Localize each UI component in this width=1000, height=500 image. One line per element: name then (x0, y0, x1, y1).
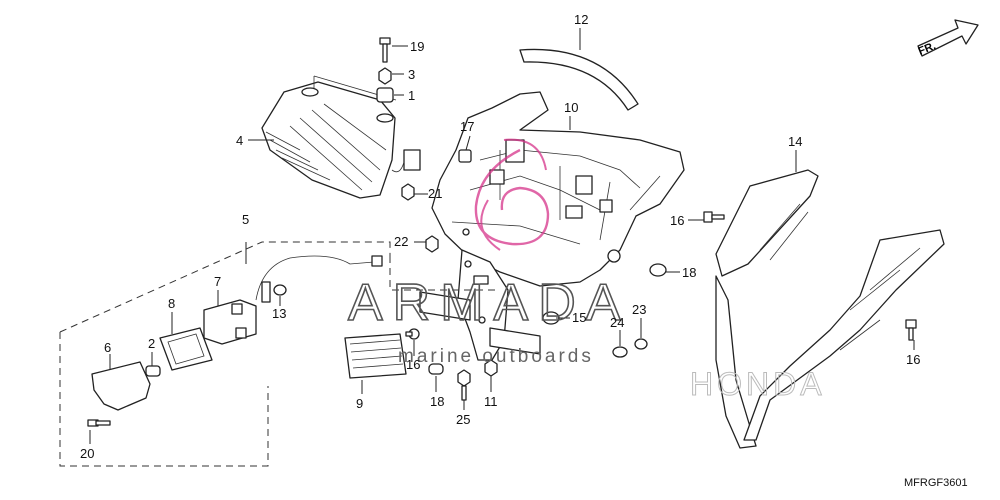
callout-16-center: 16 (406, 357, 420, 372)
callout-25: 25 (456, 412, 470, 427)
screw-16-center (405, 328, 420, 340)
callout-8: 8 (168, 296, 175, 311)
callout-21: 21 (428, 186, 442, 201)
side-fairing-14: HONDA (690, 169, 945, 449)
watermark-logo-icon (474, 138, 550, 251)
callout-11: 11 (484, 394, 498, 409)
fairing-logo: HONDA (690, 366, 826, 402)
grommet-23 (634, 338, 648, 350)
bolt-16-lower (905, 319, 917, 341)
bolt-25 (457, 369, 471, 401)
callout-9: 9 (356, 396, 363, 411)
watermark-title: ARMADA (348, 274, 630, 332)
callout-7: 7 (214, 274, 221, 289)
callout-13: 13 (272, 306, 286, 321)
callout-10: 10 (564, 100, 578, 115)
leader-lines (89, 28, 915, 444)
nut-11 (484, 359, 498, 377)
front-direction-arrow: FR. (917, 19, 979, 58)
callout-12: 12 (574, 12, 588, 27)
callout-18-right: 18 (682, 265, 696, 280)
grommet-1 (376, 87, 394, 103)
license-bracket (419, 249, 541, 361)
grommet-18-bottom (428, 363, 444, 375)
callout-3: 3 (408, 67, 415, 82)
callout-18-bottom: 18 (430, 394, 444, 409)
bolt-16-upper (703, 211, 725, 223)
clip-17 (458, 149, 472, 163)
bolt-19 (379, 37, 391, 63)
taillight-assembly (261, 75, 421, 199)
grommet-18-right (649, 263, 667, 277)
figure-code: MFRGF3601 (904, 477, 968, 489)
callout-24: 24 (610, 315, 624, 330)
watermark-subtitle: marine outboards (398, 346, 594, 367)
washer-24 (612, 346, 628, 358)
license-light-assembly-5 (59, 241, 500, 467)
callout-4: 4 (236, 133, 243, 148)
callout-20: 20 (80, 446, 94, 461)
callout-2: 2 (148, 336, 155, 351)
rear-fender-10 (431, 91, 685, 287)
nut-22 (425, 235, 439, 253)
callouts: 19 3 1 4 12 10 17 21 22 18 14 16 16 15 2… (80, 12, 920, 461)
callout-5: 5 (242, 212, 249, 227)
callout-15: 15 (572, 310, 586, 325)
callout-17: 17 (460, 119, 474, 134)
callout-1: 1 (408, 88, 415, 103)
callout-14: 14 (788, 134, 802, 149)
callout-23: 23 (632, 302, 646, 317)
trim-strip-12 (519, 48, 639, 111)
callout-16-upper: 16 (670, 213, 684, 228)
watermark: ARMADA marine outboards (347, 138, 630, 367)
callout-22: 22 (394, 234, 408, 249)
callout-6: 6 (104, 340, 111, 355)
reflector-9 (344, 333, 407, 379)
callout-19: 19 (410, 39, 424, 54)
collar-3 (378, 67, 392, 85)
nut-21 (401, 183, 415, 201)
callout-16-lower: 16 (906, 352, 920, 367)
